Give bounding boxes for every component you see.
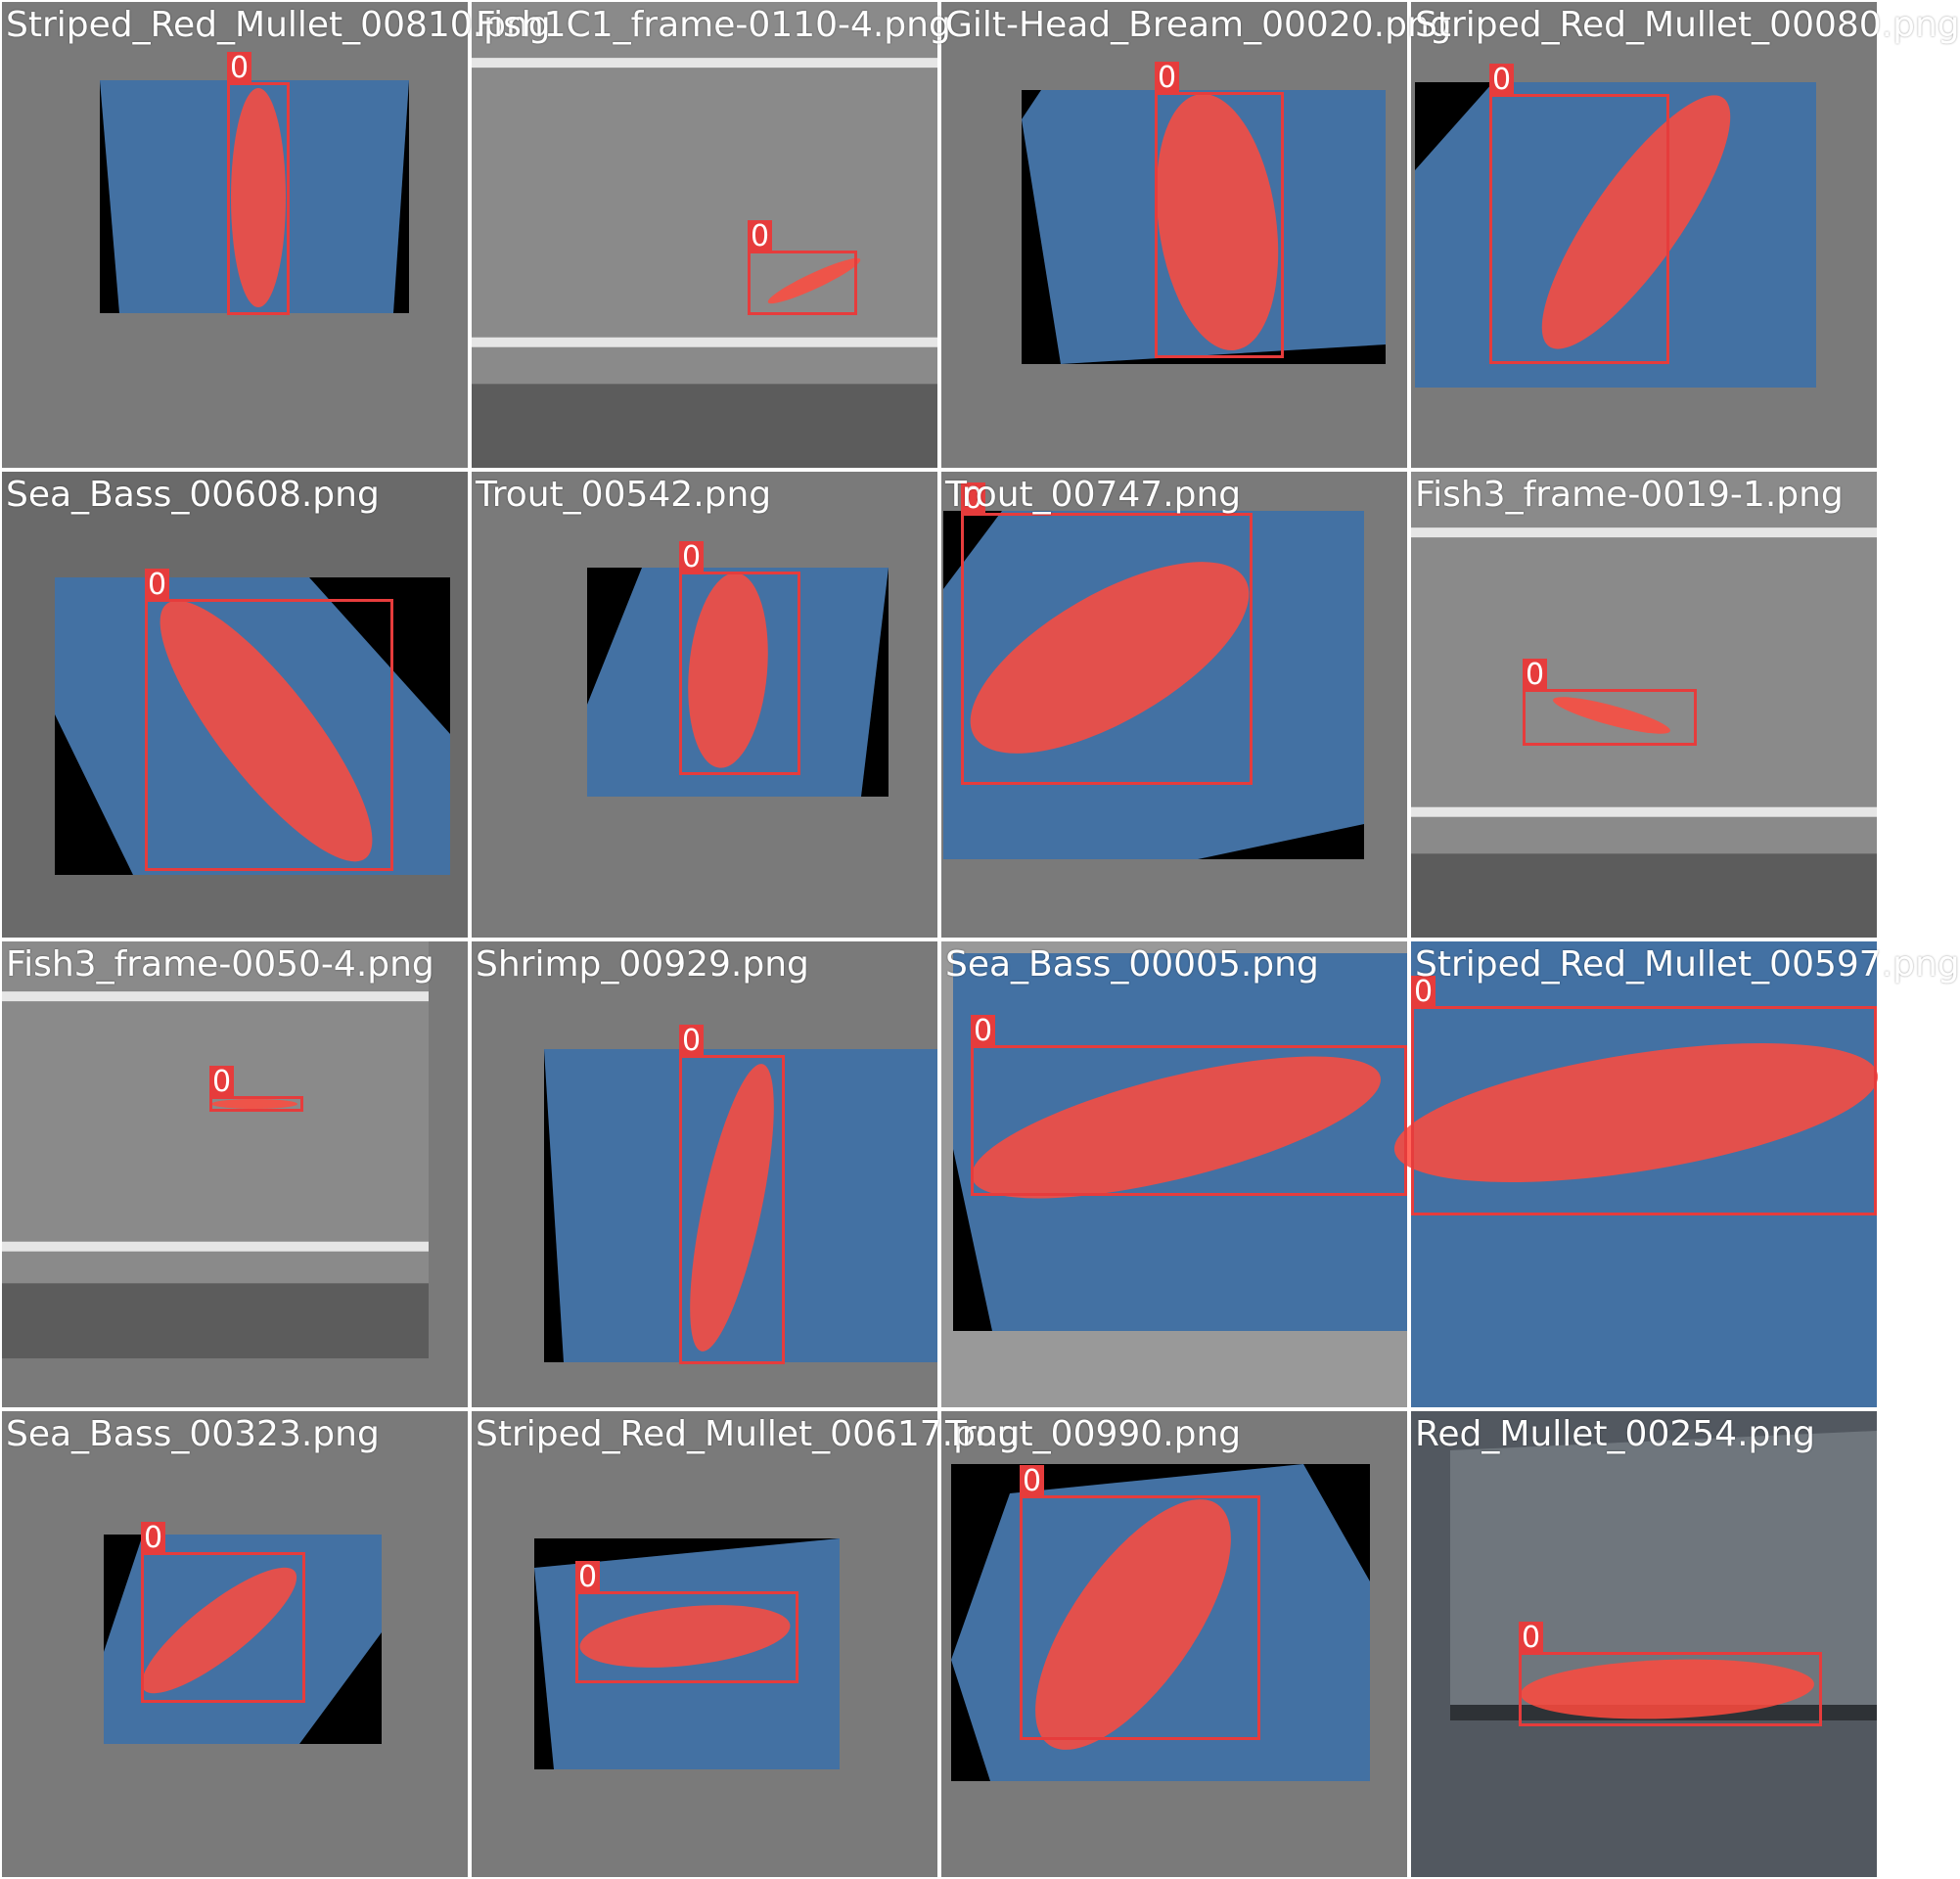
segmentation-mask <box>211 1099 297 1109</box>
sample-tile: 0 Trout_00990.png <box>939 1409 1409 1879</box>
sample-image <box>1411 472 1877 938</box>
segmentation-mask <box>767 257 861 304</box>
sample-image <box>1415 82 1816 388</box>
sample-tile: 0 Fish1C1_frame-0110-4.png <box>470 0 951 470</box>
sample-tile: 0 Fish3_frame-0050-4.png <box>0 940 470 1409</box>
class-label: 0 <box>575 1561 601 1594</box>
segmentation-mask <box>1521 1659 1814 1719</box>
image-filename: Trout_00990.png <box>945 1414 1242 1454</box>
sample-tile: 0 Shrimp_00929.png <box>470 940 939 1409</box>
class-label: 0 <box>1020 1465 1045 1498</box>
sample-tile: 0 Sea_Bass_00608.png <box>0 470 470 940</box>
sample-tile: 0 Striped_Red_Mullet_00080.png <box>1409 0 1960 470</box>
class-label: 0 <box>1523 659 1548 692</box>
bounding-box: 0 <box>748 220 857 315</box>
bounding-box: 0 <box>575 1561 798 1683</box>
class-label: 0 <box>145 569 170 602</box>
image-filename: Striped_Red_Mullet_00617.png <box>476 1414 1021 1454</box>
bounding-box: 0 <box>1155 62 1284 358</box>
sample-image <box>55 577 450 875</box>
class-label: 0 <box>227 52 252 85</box>
class-label: 0 <box>1489 64 1515 97</box>
sample-image <box>2 941 429 1358</box>
sample-tile: 0 Striped_Red_Mullet_00810.png <box>0 0 551 470</box>
sample-image <box>943 511 1364 859</box>
class-label: 0 <box>141 1522 166 1555</box>
class-label: 0 <box>1155 62 1180 95</box>
image-filename: Fish3_frame-0019-1.png <box>1415 475 1844 515</box>
image-filename: Shrimp_00929.png <box>476 944 809 985</box>
sample-image <box>1411 1411 1877 1877</box>
segmentation-mask <box>972 1056 1381 1199</box>
sample-image <box>100 80 409 313</box>
image-filename: Sea_Bass_00005.png <box>945 944 1319 985</box>
image-filename: Sea_Bass_00323.png <box>6 1414 380 1454</box>
sample-tile: 0 Striped_Red_Mullet_00617.png <box>470 1409 1021 1879</box>
bounding-box: 0 <box>961 482 1253 785</box>
image-filename: Striped_Red_Mullet_00810.png <box>6 5 551 45</box>
segmentation-mask <box>688 573 768 768</box>
bounding-box: 0 <box>209 1066 303 1112</box>
class-label: 0 <box>971 1015 996 1048</box>
class-label: 0 <box>1519 1622 1544 1655</box>
sample-tile: 0 Sea_Bass_00005.png <box>939 940 1409 1409</box>
image-filename: Sea_Bass_00608.png <box>6 475 380 515</box>
image-filename: Striped_Red_Mullet_00597.png <box>1415 944 1960 985</box>
sample-image <box>1022 90 1386 364</box>
image-filename: Fish1C1_frame-0110-4.png <box>476 5 951 45</box>
sample-image <box>544 1049 937 1362</box>
class-label: 0 <box>209 1066 235 1099</box>
image-filename: Trout_00542.png <box>476 475 772 515</box>
class-label: 0 <box>748 220 773 253</box>
bounding-box: 0 <box>141 1522 305 1703</box>
segmentation-mask <box>231 88 286 307</box>
segmentation-mask <box>1035 1499 1231 1750</box>
class-label: 0 <box>961 482 986 516</box>
bounding-box: 0 <box>227 52 290 315</box>
bounding-box: 0 <box>971 1015 1407 1196</box>
segmentation-mask <box>579 1605 791 1668</box>
sample-image <box>472 2 937 468</box>
image-filename: Gilt-Head_Bream_00020.png <box>945 5 1452 45</box>
class-label: 0 <box>679 541 705 574</box>
sample-tile: 0 Fish3_frame-0019-1.png <box>1409 470 1879 940</box>
segmentation-mask <box>160 600 373 862</box>
bounding-box: 0 <box>1519 1622 1822 1726</box>
sample-tile: 0 Trout_00542.png <box>470 470 939 940</box>
class-label: 0 <box>1411 976 1436 1009</box>
image-filename: Trout_00747.png <box>945 475 1242 515</box>
image-filename: Red_Mullet_00254.png <box>1415 1414 1816 1454</box>
bounding-box: 0 <box>1411 976 1877 1215</box>
sample-tile: 0 Gilt-Head_Bream_00020.png <box>939 0 1452 470</box>
image-filename: Striped_Red_Mullet_00080.png <box>1415 5 1960 45</box>
sample-image <box>104 1535 382 1744</box>
segmentation-mask <box>141 1567 297 1694</box>
bounding-box: 0 <box>1523 659 1697 746</box>
bounding-box: 0 <box>145 569 393 871</box>
segmentation-mask <box>1553 697 1670 734</box>
bounding-box: 0 <box>1020 1465 1260 1740</box>
segmentation-mask <box>1541 95 1731 349</box>
segmentation-mask <box>1156 94 1279 350</box>
sample-tile: 0 Red_Mullet_00254.png <box>1409 1409 1879 1879</box>
bounding-box: 0 <box>1489 64 1669 364</box>
image-filename: Fish3_frame-0050-4.png <box>6 944 434 985</box>
sample-image <box>1393 941 1879 1407</box>
segmentation-mask <box>970 562 1250 754</box>
sample-tile: 0 Sea_Bass_00323.png <box>0 1409 470 1879</box>
sample-image <box>534 1538 840 1769</box>
sample-image <box>587 568 889 797</box>
class-label: 0 <box>679 1025 705 1058</box>
bounding-box: 0 <box>679 1025 785 1364</box>
bounding-box: 0 <box>679 541 800 775</box>
segmentation-mask <box>690 1064 774 1352</box>
segmentation-mask <box>1393 1042 1879 1183</box>
